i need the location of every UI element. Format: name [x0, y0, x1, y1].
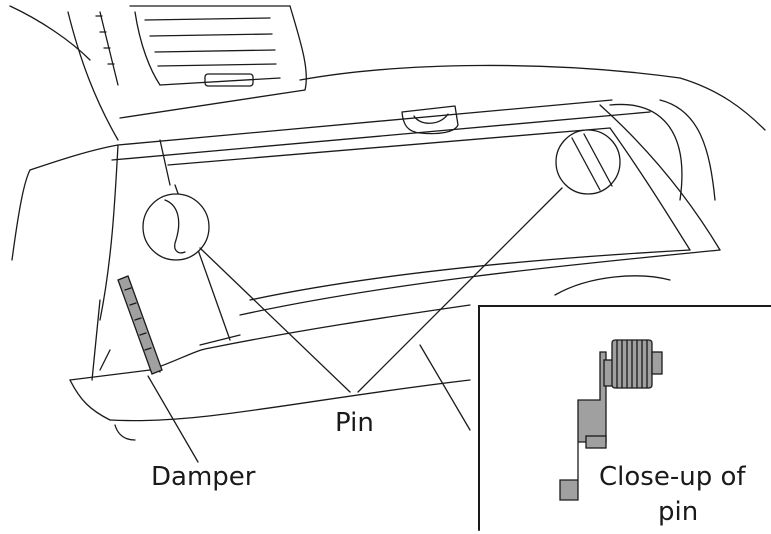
damper-label: Damper	[151, 462, 256, 492]
closeup-label-line1: Close-up of	[599, 462, 746, 492]
leader-lines	[147, 187, 563, 463]
closeup-label-line2: pin	[658, 497, 698, 527]
left-panel	[91, 144, 241, 381]
damper-part	[117, 275, 163, 375]
latch-hook	[401, 105, 459, 135]
air-vent	[95, 11, 281, 87]
pin-circle-left	[142, 193, 210, 261]
glovebox-opening	[159, 99, 721, 316]
pin-circle-right	[555, 129, 621, 195]
closeup-pin-part	[559, 339, 663, 501]
closeup-frame	[478, 305, 771, 531]
dashboard-outline	[9, 5, 766, 261]
pin-label: Pin	[335, 408, 374, 438]
